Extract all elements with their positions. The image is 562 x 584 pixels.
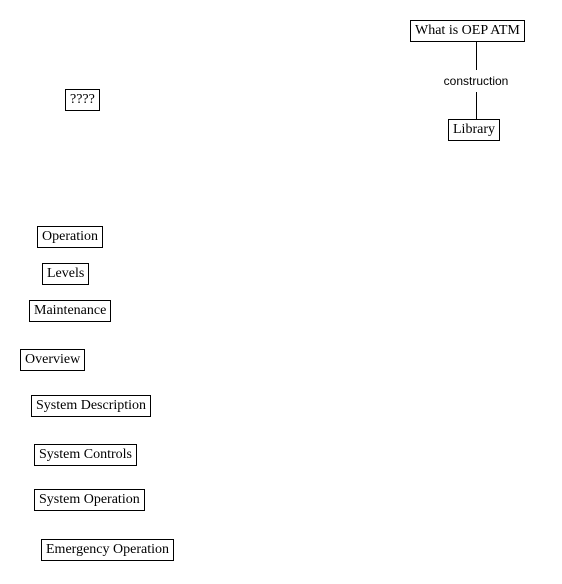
- node-system-description[interactable]: System Description: [31, 395, 152, 417]
- edge-line-upper: [476, 42, 477, 70]
- node-system-operation[interactable]: System Operation: [34, 489, 145, 511]
- node-overview[interactable]: Overview: [20, 349, 86, 371]
- node-system-controls[interactable]: System Controls: [34, 444, 137, 466]
- node-emergency-operation[interactable]: Emergency Operation: [41, 539, 174, 561]
- node-operation[interactable]: Operation: [37, 226, 103, 248]
- edge-label-construction: construction: [443, 74, 509, 88]
- node-levels[interactable]: Levels: [42, 263, 90, 285]
- node-maintenance[interactable]: Maintenance: [29, 300, 112, 322]
- edge-line-lower: [476, 92, 477, 119]
- node-library[interactable]: Library: [448, 119, 500, 141]
- node-what-is-oep-atm[interactable]: What is OEP ATM: [410, 20, 525, 42]
- node-unknown[interactable]: ????: [65, 89, 100, 111]
